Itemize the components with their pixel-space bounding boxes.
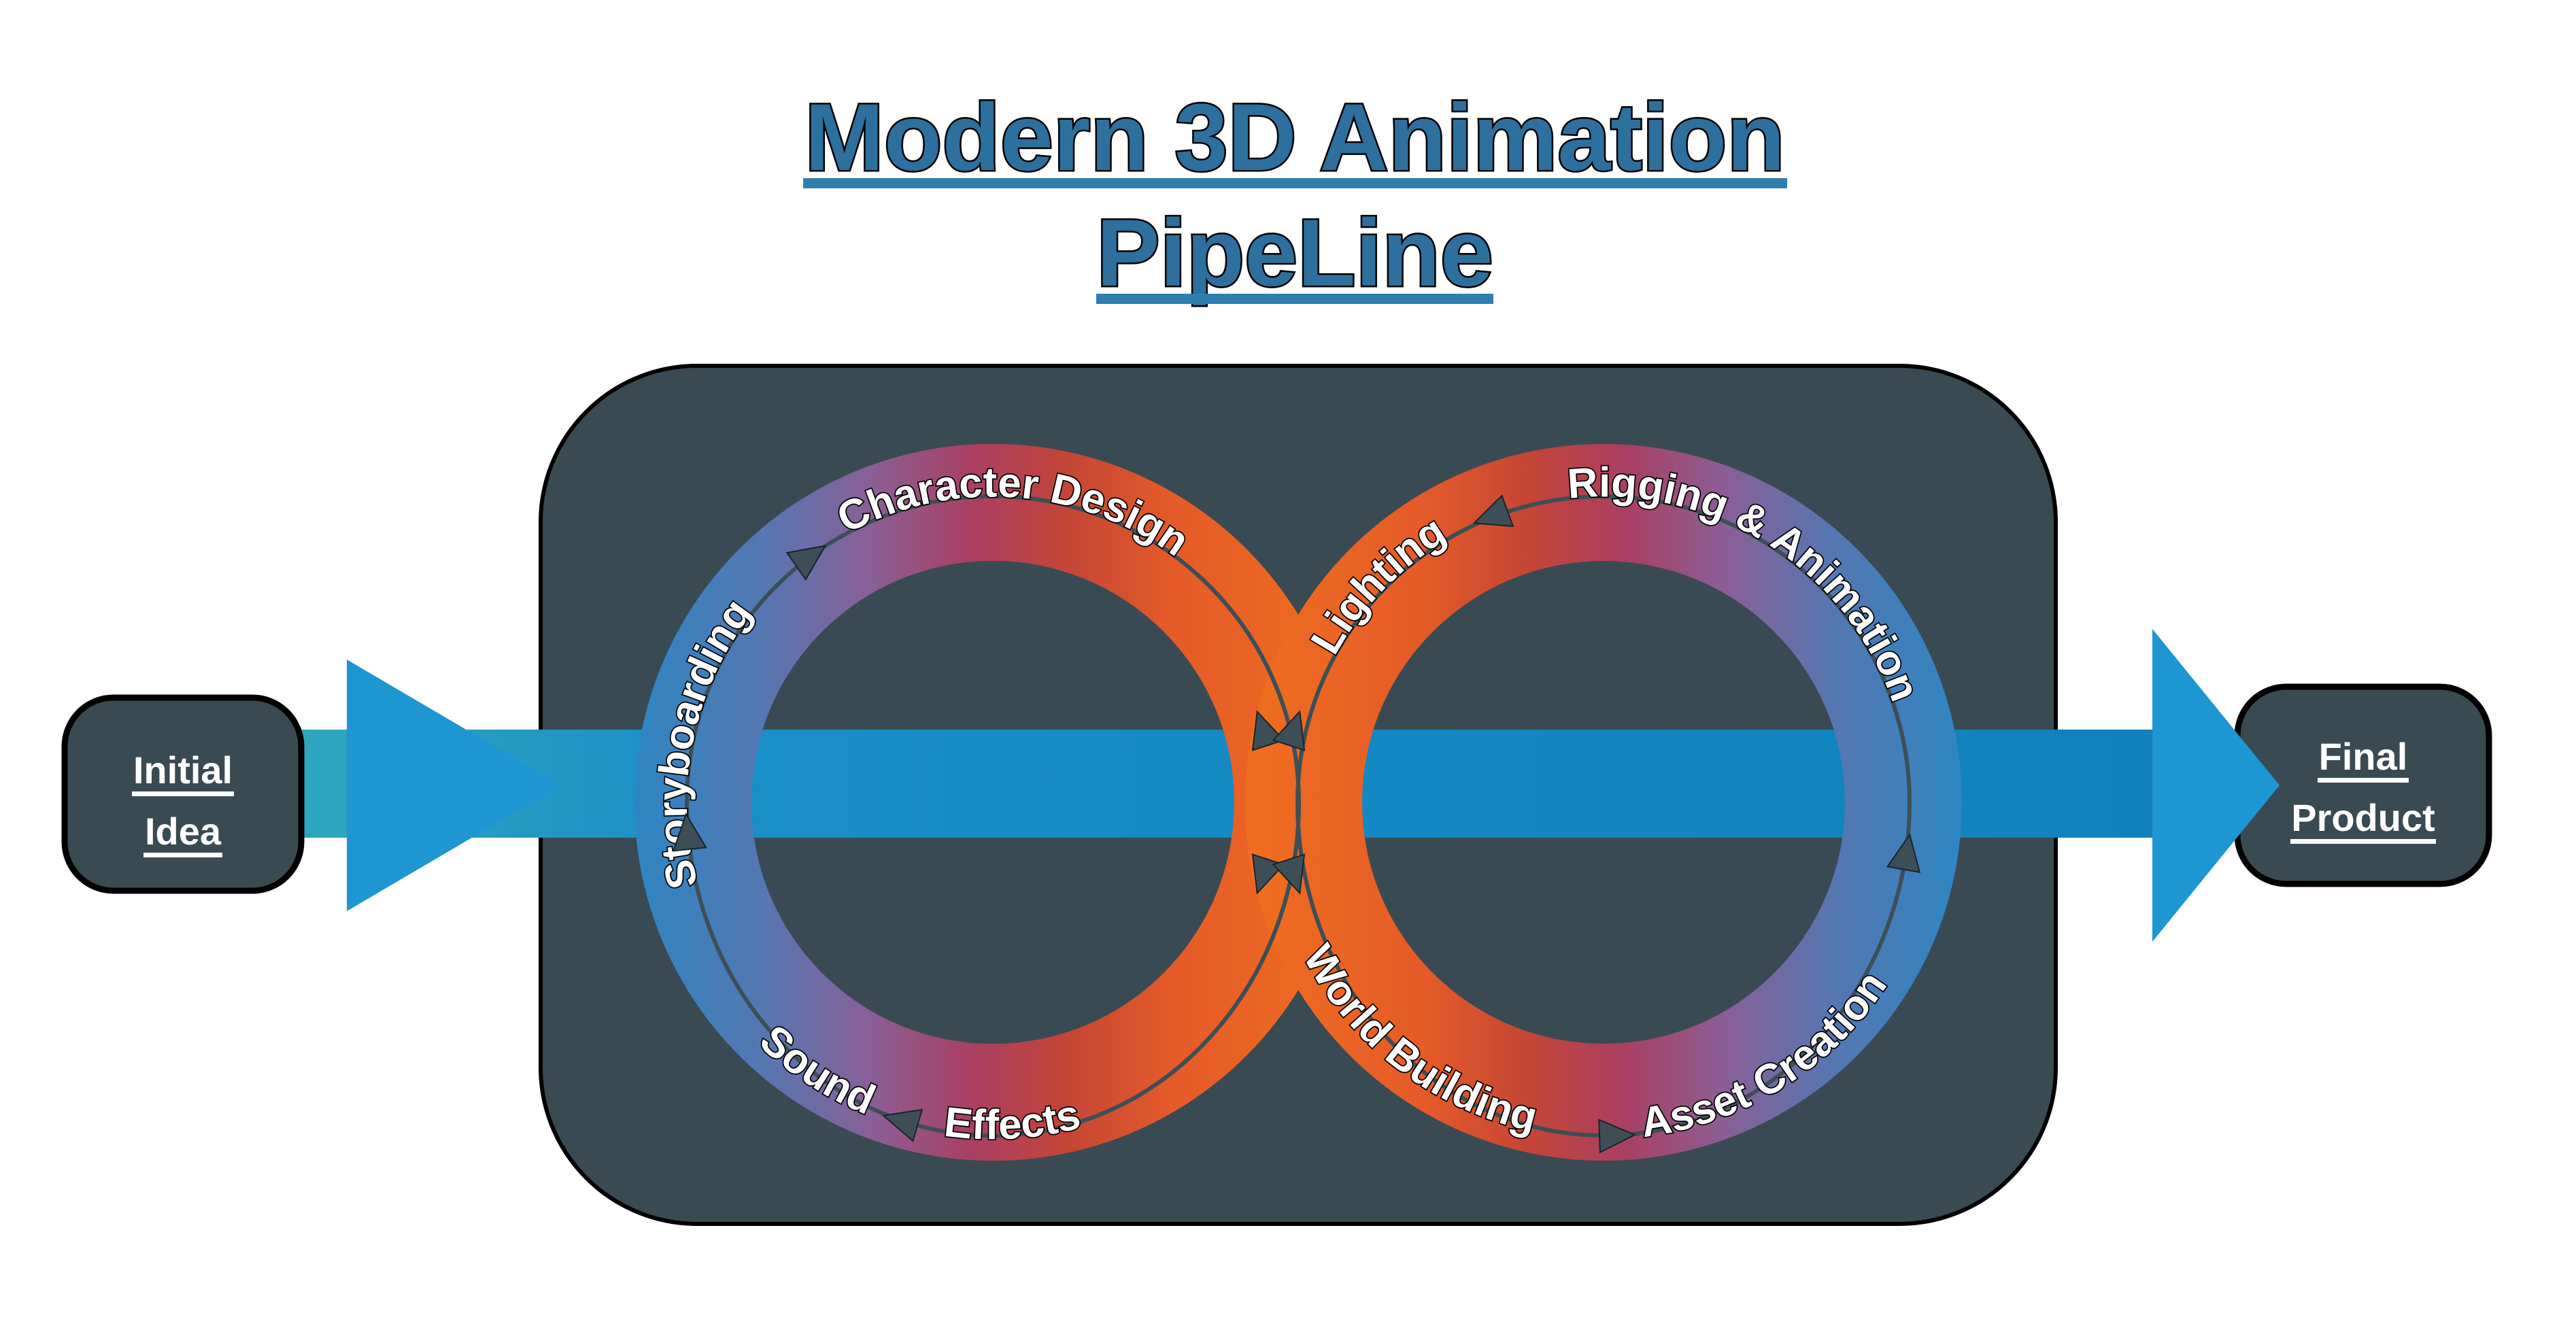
final-product-underline-1 [2318,778,2409,783]
right-cycle-flow-line [1295,494,1912,1138]
initial-idea-line-2: Idea [145,810,222,853]
initial-idea-underline-2 [143,853,222,857]
title-underline-1 [803,178,1787,188]
initial-idea-underline-1 [132,791,234,796]
final-product-line-2: Product [2291,796,2435,839]
big-arrow-left-icon [347,660,561,911]
final-product-line-1: Final [2319,735,2408,778]
left-cycle-ring [634,443,1352,1161]
final-product-underline-2 [2290,839,2436,844]
initial-idea-node: Initial Idea [61,694,305,894]
initial-idea-line-1: Initial [133,749,233,791]
page-title: Modern 3D Animation PipeLine [803,82,1787,308]
right-cycle-ring [1245,444,1962,1161]
title-underline-2 [1096,294,1493,304]
title-line-1: Modern 3D Animation [804,84,1785,190]
final-product-node: Final Product [2234,683,2492,887]
title-line-2: PipeLine [1096,199,1493,306]
big-arrow-right-icon [2152,629,2280,942]
